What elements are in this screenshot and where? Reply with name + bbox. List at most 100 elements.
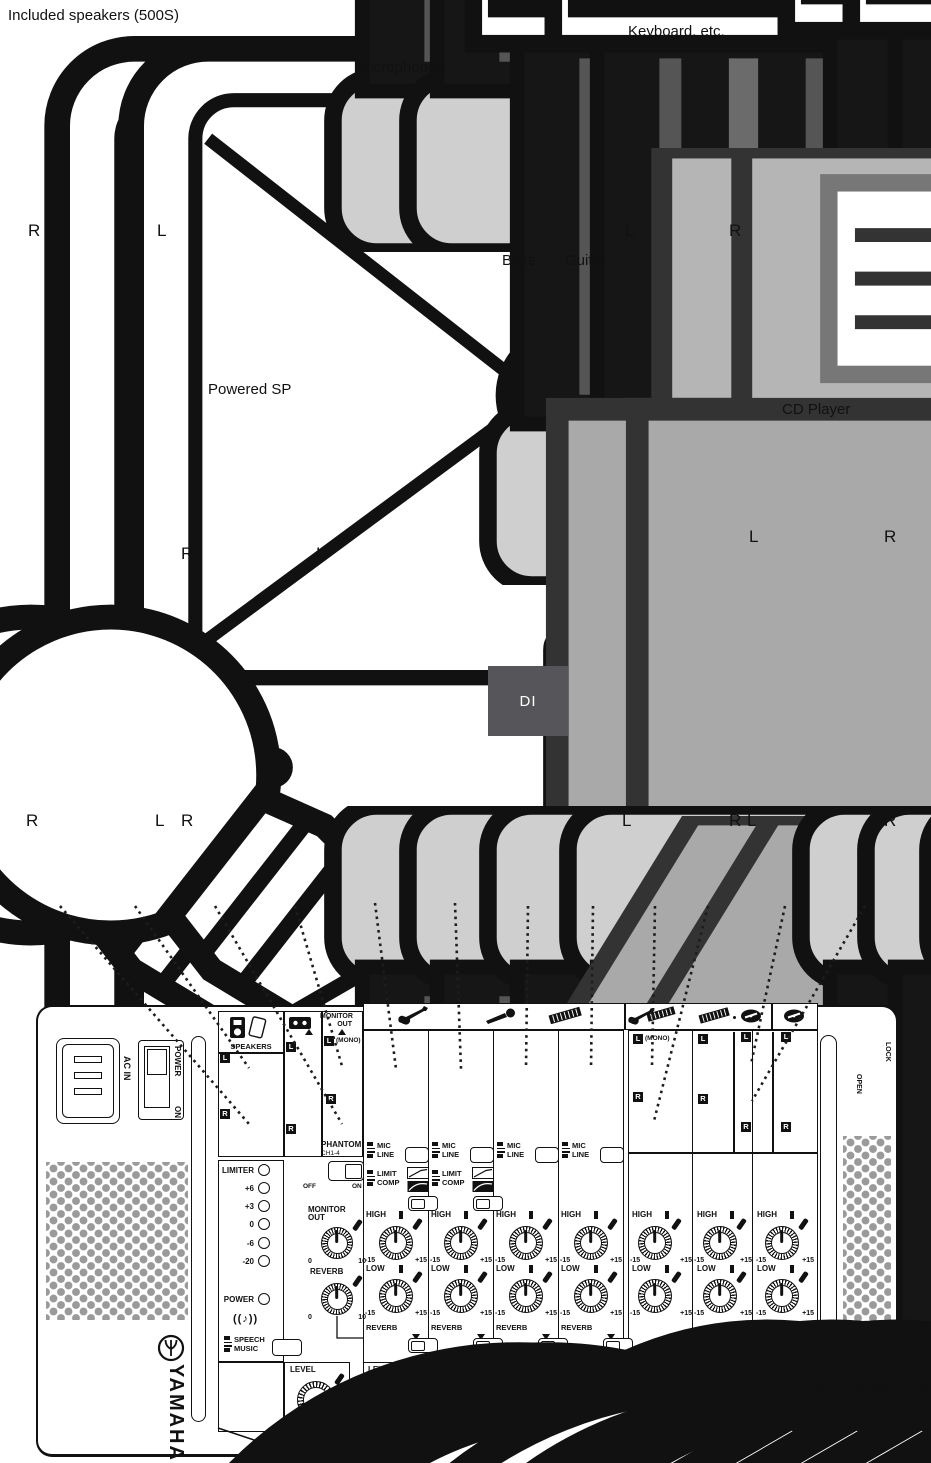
marker <box>529 1211 533 1219</box>
ch1-level-knob <box>377 1370 425 1417</box>
speakers-r-badge: R <box>220 1109 230 1119</box>
limiter-label: LIMITER <box>222 1166 254 1175</box>
scale-max: 10 <box>545 1419 553 1426</box>
pos-up-icon <box>432 1170 440 1177</box>
mic-label: MIC <box>442 1141 456 1150</box>
music-label: MUSIC <box>234 1344 259 1353</box>
speakers-l-badge: L <box>220 1053 230 1063</box>
plug-label-r: R <box>26 811 39 830</box>
monitor-out-label: OUT <box>337 1021 352 1028</box>
arrow-up-icon <box>338 1029 346 1035</box>
scale-max: +15 <box>480 1310 492 1317</box>
plug-label-r: R <box>884 811 897 830</box>
plug-label-r: R <box>181 544 194 563</box>
plug-label-r: R <box>729 811 742 830</box>
monitor-knob-label-1: MONITOR <box>308 1205 346 1214</box>
knob-scale: 0 10 <box>308 1258 366 1265</box>
label-powered-sp: Powered SP <box>208 381 292 398</box>
meter-led <box>258 1237 270 1249</box>
scale-max: 10 <box>358 1258 366 1265</box>
ch2-limit-switch <box>473 1196 503 1211</box>
ch1-level-label: LEVEL <box>368 1365 394 1374</box>
ch78-high-label: HIGH <box>697 1210 717 1219</box>
ch56-high-label: HIGH <box>632 1210 652 1219</box>
scale-min: -15 <box>630 1310 641 1317</box>
speaker-grille-right <box>843 1136 891 1322</box>
ch1-number: 1 <box>363 1432 429 1452</box>
marker <box>790 1211 794 1219</box>
lock-label: LOCK <box>884 1324 891 1344</box>
ch78-low-knob <box>703 1270 747 1313</box>
scale-min: 0 <box>290 1419 294 1426</box>
scale-min: 0 <box>760 1419 764 1426</box>
scale-min: -15 <box>495 1257 506 1264</box>
guitar-icon <box>628 1008 655 1025</box>
ch1-reverb-switch <box>408 1338 438 1353</box>
di-box: DI <box>488 666 568 736</box>
speaker-grille-left <box>46 1162 188 1320</box>
ch910-low-label: LOW <box>757 1264 776 1273</box>
scale-min: 0 <box>308 1258 312 1265</box>
ch4-number: 4 <box>558 1432 624 1452</box>
limit-comp-graph-icon <box>472 1167 494 1192</box>
pos-up-icon <box>367 1142 375 1149</box>
open-label: OPEN <box>855 1074 862 1094</box>
marker <box>790 1265 794 1273</box>
scale-max: 10 <box>415 1419 423 1426</box>
scale-max: +15 <box>802 1310 814 1317</box>
pos-down-icon <box>497 1151 505 1158</box>
monitor-mono-label: (MONO) <box>336 1037 361 1044</box>
eq-scale: -15+15 <box>430 1310 492 1317</box>
scale-max: 10 <box>680 1419 688 1426</box>
plug-label-l: L <box>157 221 167 240</box>
ch2-level-knob <box>442 1370 490 1417</box>
pos-up-icon <box>224 1336 232 1343</box>
scale-min: 0 <box>564 1419 568 1426</box>
ch78-low-label: LOW <box>697 1264 716 1273</box>
line-label: LINE <box>572 1150 590 1159</box>
phantom-ch-label: CH1-4 <box>321 1150 340 1157</box>
ch3-line-row: LINE <box>497 1151 524 1159</box>
plug-label-r: R <box>181 811 194 830</box>
yamaha-brand: YAMAHA <box>165 1364 187 1462</box>
arrow-down-icon <box>412 1334 420 1340</box>
ch4-high-knob <box>574 1217 618 1260</box>
ch1-comp-row: COMP <box>367 1179 400 1187</box>
ch3-reverb-label: REVERB <box>496 1323 528 1332</box>
meter-plus3: +3 <box>244 1202 254 1211</box>
cd-icon <box>741 1009 761 1023</box>
scale-max: +15 <box>610 1257 622 1264</box>
keyboard-icon <box>698 1007 730 1024</box>
master-level-knob <box>297 1372 345 1419</box>
scale-min: 0 <box>697 1419 701 1426</box>
scale-max: +15 <box>802 1257 814 1264</box>
monitor-knob-label-2: OUT <box>308 1213 325 1222</box>
eq-scale: -15+15 <box>560 1257 622 1264</box>
marker <box>594 1211 598 1219</box>
meter-led <box>258 1200 270 1212</box>
marker <box>529 1265 533 1273</box>
scale-min: -15 <box>694 1257 705 1264</box>
monitor-l-badge: L <box>324 1036 334 1046</box>
scale-min: -15 <box>365 1257 376 1264</box>
power-led <box>258 1293 270 1305</box>
ch4-low-label: LOW <box>561 1264 580 1273</box>
eq-scale: -15+15 <box>694 1310 752 1317</box>
power-on-label: ON <box>173 1106 182 1118</box>
master-reverb-knob <box>321 1274 363 1315</box>
arrow-down-icon <box>477 1334 485 1340</box>
ch78-l-badge: L <box>698 1034 708 1044</box>
mic-label: MIC <box>507 1141 521 1150</box>
speakers-icon <box>230 1016 267 1039</box>
switch-knob <box>475 1198 490 1209</box>
ch3-number: 3 <box>493 1432 559 1452</box>
scale-min: -15 <box>694 1310 705 1317</box>
scale-max: +15 <box>740 1257 752 1264</box>
monitor-out-knob <box>321 1218 363 1259</box>
ch2-reverb-label: REVERB <box>431 1323 463 1332</box>
icon-band-1 <box>363 1003 625 1030</box>
